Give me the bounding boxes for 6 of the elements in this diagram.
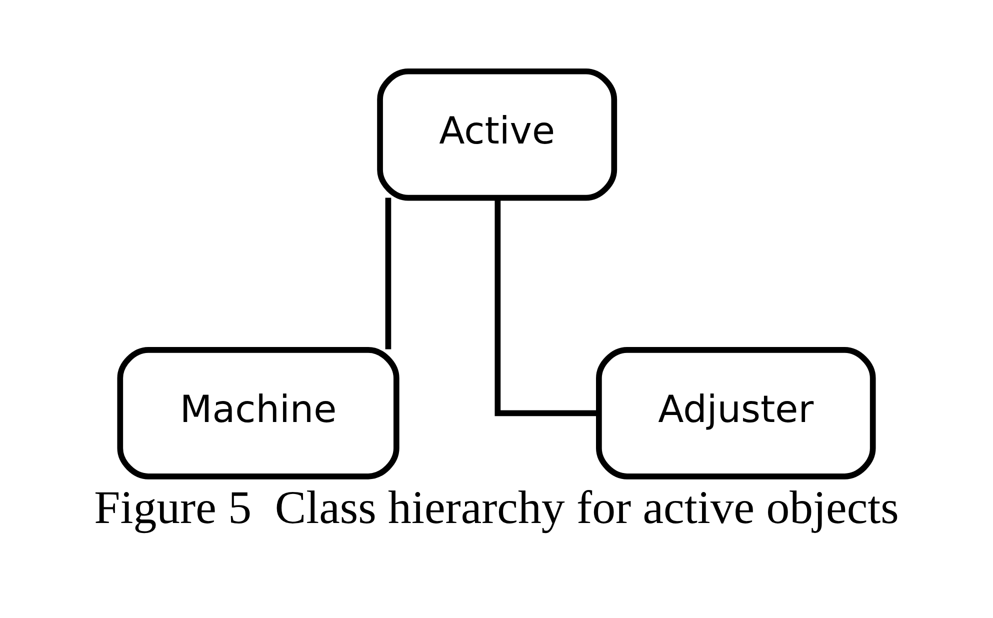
node-box: Active (377, 68, 618, 201)
caption: Figure 5 Class hierarchy for active objects (94, 482, 899, 534)
connector (385, 198, 392, 350)
connector (494, 198, 599, 416)
node-box: Machine (117, 347, 400, 480)
node-box: Adjuster (596, 347, 876, 480)
